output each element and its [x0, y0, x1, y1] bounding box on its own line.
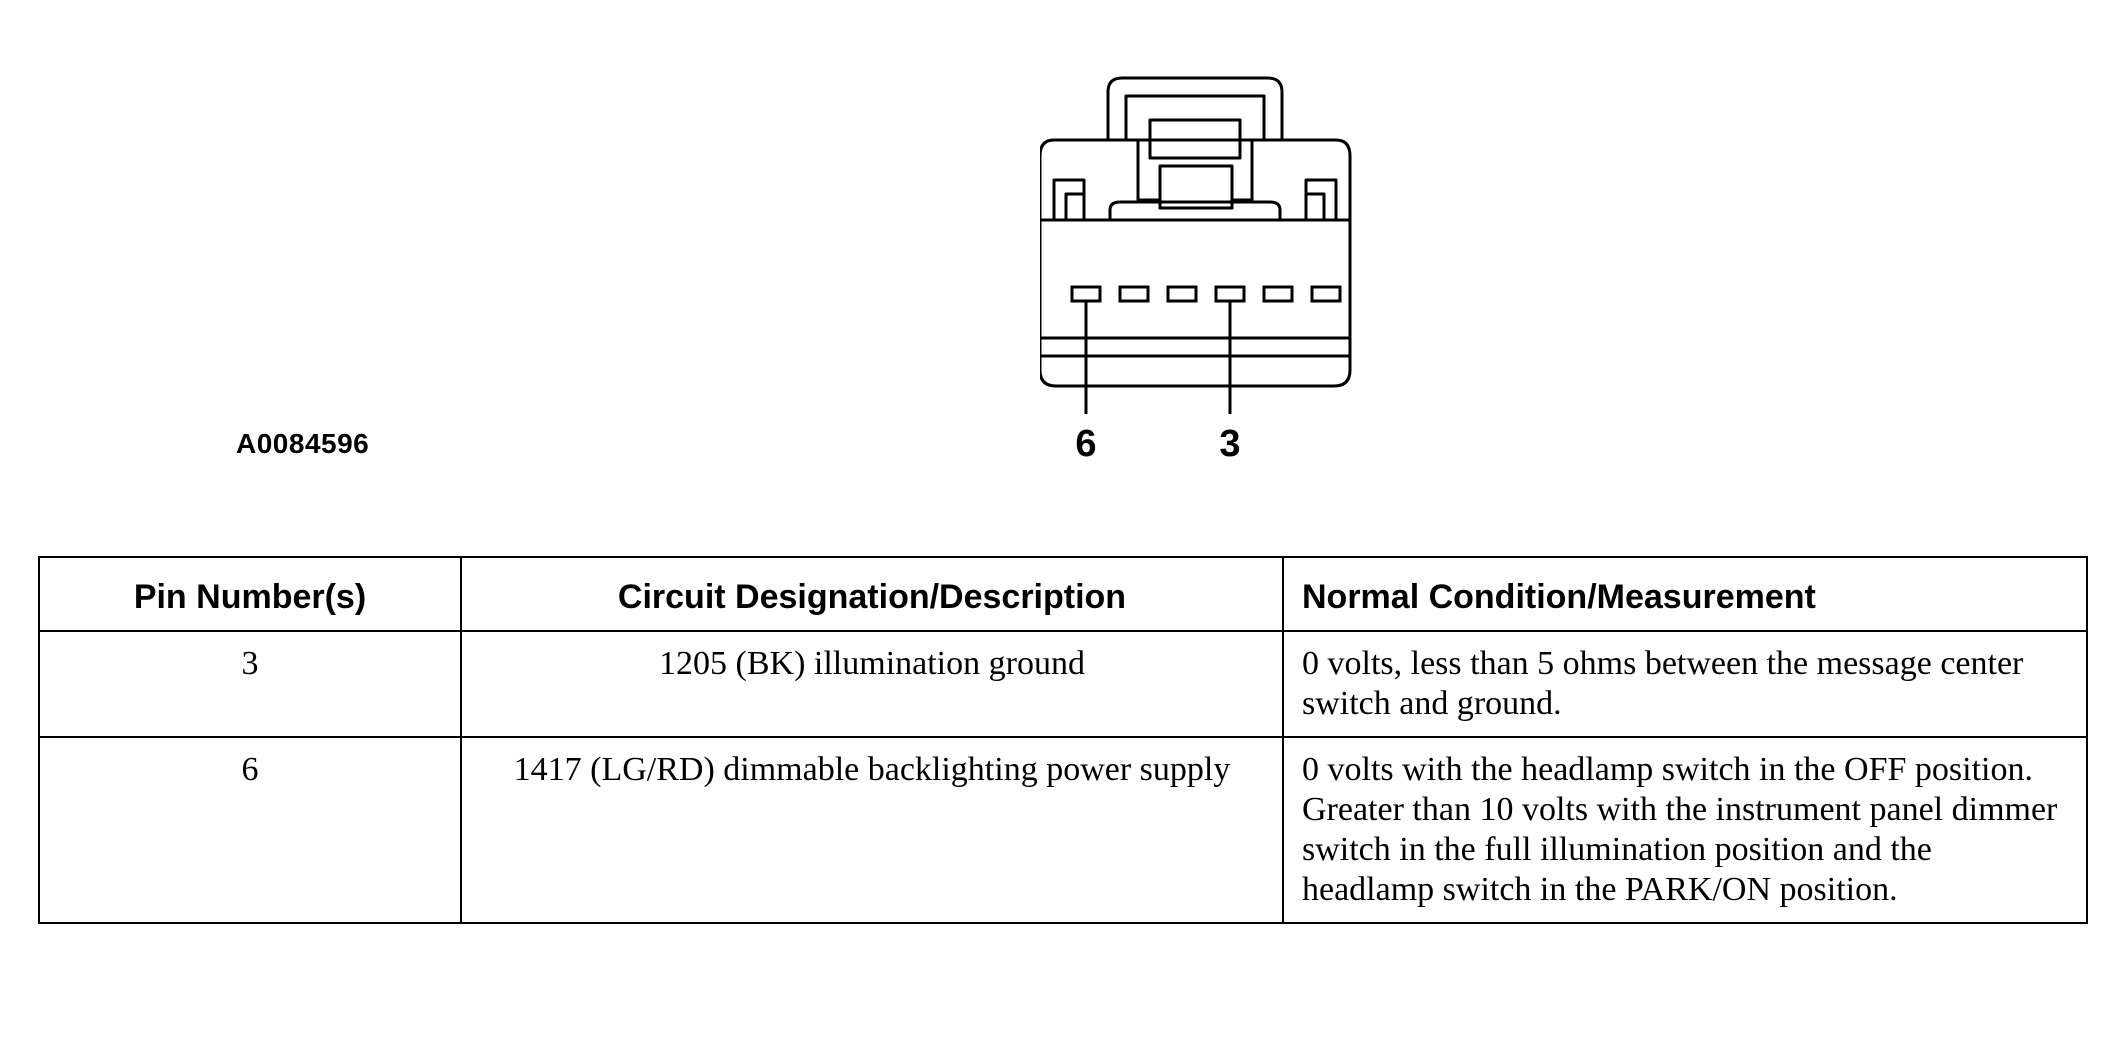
cell-condition: 0 volts with the headlamp switch in the … — [1282, 736, 2088, 924]
header-pin-number: Pin Number(s) — [38, 556, 462, 632]
header-circuit: Circuit Designation/Description — [460, 556, 1284, 632]
cell-pin: 3 — [38, 630, 462, 738]
cell-circuit: 1205 (BK) illumination ground — [460, 630, 1284, 738]
cell-condition: 0 volts, less than 5 ohms between the me… — [1282, 630, 2088, 738]
callout-label-3: 3 — [1219, 423, 1240, 465]
callout-label-6: 6 — [1075, 423, 1096, 465]
side-key-right — [1304, 178, 1338, 220]
connector-housing — [1040, 138, 1352, 388]
header-condition: Normal Condition/Measurement — [1282, 556, 2088, 632]
pin-cavity-2 — [1262, 285, 1294, 303]
table-header-row: Pin Number(s) Circuit Designation/Descri… — [38, 556, 2088, 632]
connector-latch — [1106, 76, 1284, 140]
pin-cavity-1 — [1310, 285, 1342, 303]
connector-face-diagram: 6 3 — [1040, 76, 1352, 465]
figure-id: A0084596 — [236, 428, 370, 459]
cell-pin: 6 — [38, 736, 462, 924]
pin-cavity-4 — [1166, 285, 1198, 303]
side-key-left — [1052, 178, 1086, 220]
pin-cavity-3 — [1214, 285, 1246, 303]
pin-table: Pin Number(s) Circuit Designation/Descri… — [38, 556, 2088, 924]
pin-cavity-6 — [1070, 285, 1102, 303]
cell-circuit: 1417 (LG/RD) dimmable backlighting power… — [460, 736, 1284, 924]
table-row: 6 1417 (LG/RD) dimmable backlighting pow… — [38, 736, 2088, 924]
table-row: 3 1205 (BK) illumination ground 0 volts,… — [38, 630, 2088, 738]
pin-cavity-5 — [1118, 285, 1150, 303]
